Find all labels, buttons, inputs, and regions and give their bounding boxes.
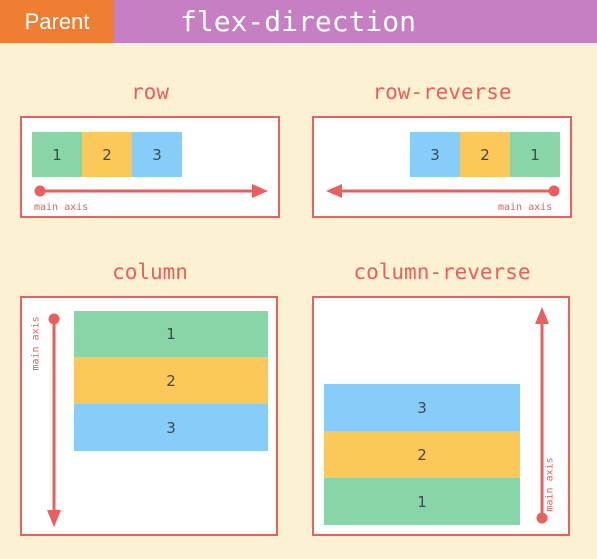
column-reverse-container: 3 2 1 main axis <box>312 296 570 536</box>
column-reverse-label: column-reverse <box>353 260 531 284</box>
row-reverse-axis-arrow <box>326 184 560 198</box>
parent-tag: Parent <box>0 0 114 43</box>
column-axis-arrow <box>47 313 61 527</box>
row-reverse-item-2: 2 <box>460 132 510 177</box>
row-reverse-container: 3 2 1 main axis <box>312 116 572 218</box>
column-reverse-item-2: 2 <box>324 431 520 478</box>
column-item-3: 3 <box>74 404 268 451</box>
column-reverse-item-3: 3 <box>324 384 520 431</box>
column-reverse-axis-arrow <box>535 307 549 524</box>
column-container: 1 2 3 main axis <box>20 296 278 536</box>
row-axis-label: main axis <box>34 202 89 213</box>
row-label: row <box>131 80 169 104</box>
row-item-3: 3 <box>132 132 182 177</box>
row-axis-arrow <box>34 184 268 198</box>
row-item-2: 2 <box>82 132 132 177</box>
page-title: flex-direction <box>114 0 597 43</box>
row-container: 1 2 3 main axis <box>20 116 280 218</box>
row-reverse-item-3: 3 <box>410 132 460 177</box>
row-reverse-label: row-reverse <box>372 80 512 104</box>
column-reverse-item-1: 1 <box>324 478 520 525</box>
column-item-2: 2 <box>74 357 268 404</box>
column-axis-label: main axis <box>30 316 42 371</box>
row-reverse-item-1: 1 <box>510 132 560 177</box>
column-label: column <box>112 260 188 284</box>
column-item-1: 1 <box>74 311 268 357</box>
row-reverse-axis-label: main axis <box>498 202 553 213</box>
row-item-1: 1 <box>32 132 82 177</box>
column-reverse-axis-label: main axis <box>544 457 556 512</box>
header: Parent flex-direction <box>0 0 597 43</box>
